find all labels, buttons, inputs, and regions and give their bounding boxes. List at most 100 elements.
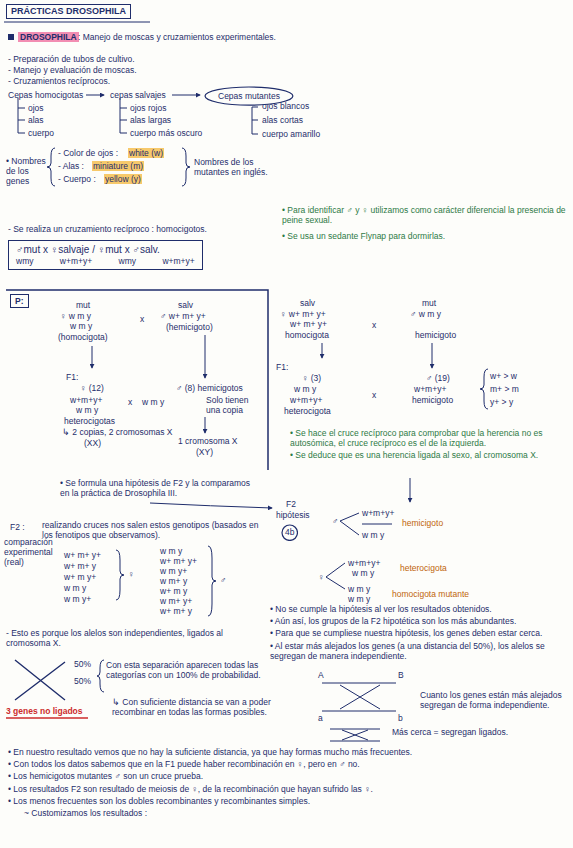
note-text: F1:	[66, 372, 78, 382]
node-text: wmy w+m+y+ wmy w+m+y+	[16, 256, 195, 266]
note-text: x	[140, 314, 144, 324]
note-text: Solo tienen una copia	[206, 395, 261, 415]
note-text: F1:	[276, 362, 288, 372]
note-text: b	[398, 713, 403, 723]
note-text: w m y	[76, 405, 98, 415]
cross-drawing	[15, 660, 65, 700]
note-text: w+m+y+	[414, 384, 446, 394]
cross-box: ♂mut x ♀salvaje / ♀mut x ♂salv.wmy w+m+y…	[8, 240, 203, 270]
note-text: w m y	[160, 546, 182, 556]
note-text: alas	[28, 115, 44, 125]
arrow	[86, 95, 104, 96]
note-text: - Preparación de tubos de cultivo.	[8, 54, 135, 64]
note-text: B	[398, 670, 404, 680]
brace	[97, 660, 104, 692]
note-text: ojos rojos	[130, 103, 166, 113]
note-text: heterocigota	[284, 406, 331, 416]
chromosome-drawing	[330, 729, 380, 741]
note-text: Con esta separación aparecen todas las c…	[106, 660, 266, 680]
arrow	[205, 417, 206, 433]
note-text: • Los resultados F2 son resultado de mei…	[8, 784, 563, 794]
note-text: white (w)	[128, 148, 164, 158]
note-text: mut	[422, 298, 436, 308]
arrow	[172, 95, 200, 96]
note-text: w+m+y+	[348, 558, 380, 568]
hypothesis-circle: 4b	[281, 524, 298, 541]
note-text: (homocigota)	[58, 332, 108, 342]
note-text: w m+ y+	[160, 596, 192, 606]
hook-lines	[120, 98, 127, 133]
note-text: hipótesis	[276, 510, 310, 520]
note-text: w+ m+ y+	[160, 556, 197, 566]
fraction-bar	[362, 524, 392, 525]
note-text: ↳ Con suficiente distancia se van a pode…	[112, 697, 272, 717]
note-text: ♂ w+ m+ y+	[160, 311, 206, 321]
note-text: w m y	[348, 584, 370, 594]
note-text: • Al estar más alejados los genes (a una…	[270, 641, 565, 661]
note-text: 3 genes no ligados	[6, 706, 83, 716]
note-text: cepas salvajes	[110, 90, 166, 100]
note-text: alas cortas	[262, 115, 303, 125]
page-title: PRÁCTICAS DROSOPHILA	[6, 4, 131, 19]
note-text: : Manejo de moscas y cruzamientos experi…	[78, 32, 276, 42]
divider-line	[6, 290, 268, 470]
note-text: w+ m y+	[64, 572, 96, 582]
note-text: a	[318, 713, 323, 723]
note-text: Más cerca = segregan ligados.	[392, 727, 552, 737]
note-text: Cuanto los genes están más alejados segr…	[420, 690, 565, 710]
note-text: 1 cromosoma X	[178, 436, 238, 446]
note-text: homocigota	[285, 330, 329, 340]
red-underline	[6, 717, 88, 718]
note-text: DROSOPHILA	[18, 32, 79, 42]
note-text: ♂ (19)	[426, 373, 450, 383]
arrow	[432, 343, 433, 368]
note-text: x	[372, 390, 376, 400]
note-text: y+ > y	[490, 397, 513, 407]
note-text: w+ m+ y+	[290, 319, 327, 329]
brace	[47, 148, 55, 186]
note-text: ♀ w+ m+ y+	[280, 309, 326, 319]
mutant-ellipse: Cepas mutantes	[204, 86, 294, 106]
note-text: ~ Customizamos los resultados :	[24, 808, 147, 818]
note-text: • Se deduce que es una herencia ligada a…	[290, 450, 565, 460]
note-text: hemicigoto	[412, 395, 453, 405]
note-text: ♀	[128, 569, 134, 579]
note-text: homocigota mutante	[392, 589, 469, 599]
note-text: w+ m+ y	[160, 606, 192, 616]
note-text: A	[318, 670, 324, 680]
note-text: 50%	[74, 676, 91, 686]
node-outline	[205, 87, 293, 105]
branch-lines	[326, 563, 345, 589]
note-text: ♀ (12)	[80, 383, 104, 393]
note-text: - Manejo y evaluación de moscas.	[8, 65, 137, 75]
note-text: • Los menos frecuentes son los dobles re…	[8, 796, 563, 806]
note-text: 50%	[74, 659, 91, 669]
note-text: w m y	[348, 594, 370, 604]
note-text: w+m+y+	[290, 395, 322, 405]
brace	[480, 369, 488, 409]
note-text: w+ m+ y+	[64, 550, 101, 560]
brace	[182, 148, 190, 186]
node-text: 4b	[285, 527, 294, 537]
parental-box: P:	[10, 294, 29, 308]
note-text: - Se realiza un cruzamiento recíproco : …	[8, 224, 207, 234]
note-text: miniature (m)	[92, 161, 144, 171]
note-text: ♂ (8) hemicigotos	[176, 383, 243, 393]
note-text: • Se hace el cruce recíproco para compro…	[290, 428, 565, 448]
note-text: w+ m+ y	[64, 561, 96, 571]
branch-lines	[340, 513, 359, 535]
note-text: Cepas homocigotas	[8, 90, 83, 100]
note-text: m+ > m	[490, 384, 519, 394]
note-text: • En nuestro resultado vemos que no hay …	[8, 747, 563, 757]
node-text: Cepas mutantes	[218, 91, 280, 101]
note-text: - Alas :	[58, 161, 84, 171]
note-text: ♀ w m y	[60, 311, 91, 321]
note-text: • Los hemicigotos mutantes ♂ son un cruc…	[8, 771, 563, 781]
note-text: heterocigotas	[64, 416, 115, 426]
note-text: cuerpo amarillo	[262, 129, 320, 139]
note-text: ojos	[28, 103, 44, 113]
note-text: • Aún así, los grupos de la F2 hipotétic…	[270, 616, 565, 626]
arrow	[205, 335, 206, 378]
note-text: • Nombres de los genes	[6, 156, 50, 187]
